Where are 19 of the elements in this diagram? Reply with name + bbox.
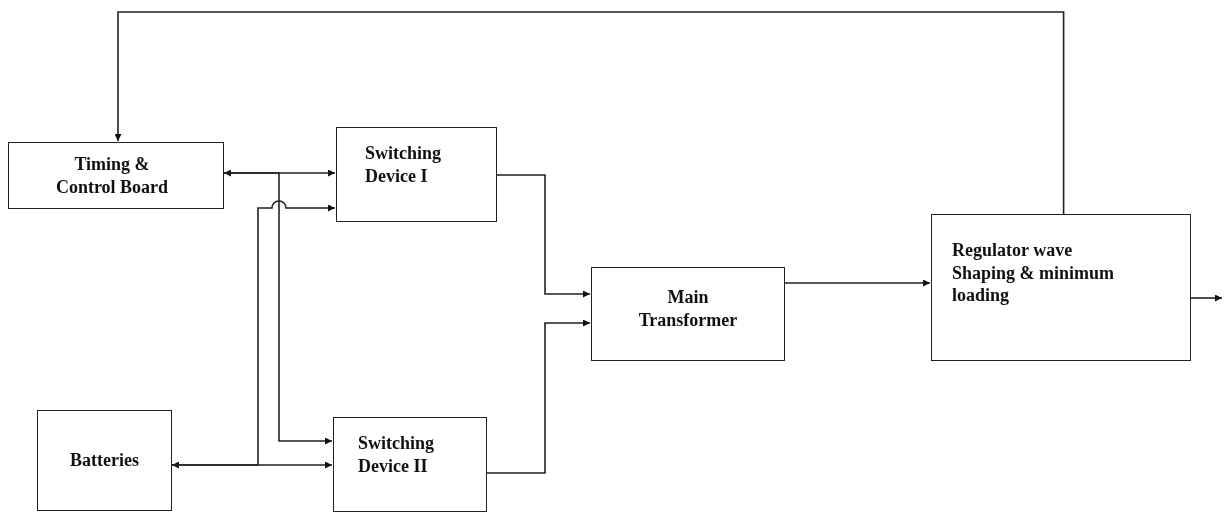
block-box [333,417,487,512]
block-label: Batteries [70,449,139,472]
arrow [784,279,931,287]
arrow [496,174,591,298]
arrow [486,319,591,474]
block-box [336,127,497,222]
block-box [591,267,785,361]
block-box [37,410,172,511]
arrow [171,200,336,466]
block-box [8,142,224,209]
arrow [1190,294,1223,302]
block-label: Regulator wave Shaping & minimum loading [952,239,1116,307]
block-box [931,214,1191,361]
block-label: Timing & Control Board [54,153,170,198]
block-label: Main Transformer [637,286,739,331]
arrow [223,172,333,445]
block-label: Switching Device I [365,142,443,187]
arrow [114,11,1065,215]
block-label: Switching Device II [358,432,436,477]
